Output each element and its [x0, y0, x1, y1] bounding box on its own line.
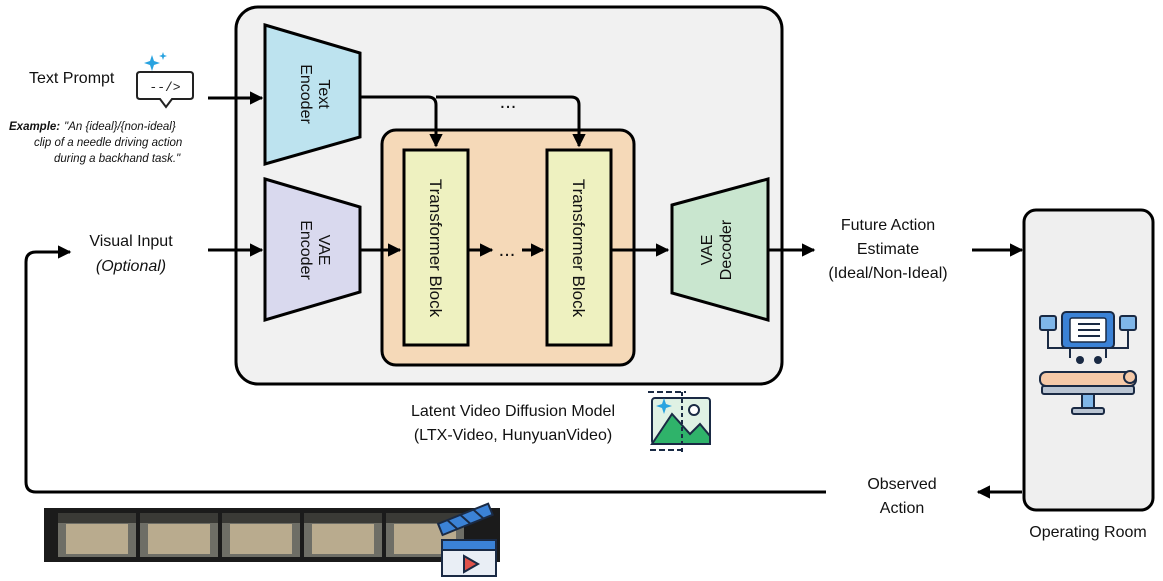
transformer-block-1-label: Transformer Block: [426, 179, 445, 318]
image-icon: [648, 391, 711, 452]
operating-room-label: Operating Room: [1029, 524, 1146, 541]
vae-encoder-label-1: VAE: [315, 235, 332, 266]
visual-input-optional: (Optional): [96, 258, 166, 275]
vae-encoder-block: [263, 176, 362, 323]
video-frame: [222, 513, 300, 557]
code-prompt-icon: --/>: [136, 52, 194, 109]
visual-input-label: Visual Input: [89, 233, 173, 250]
svg-text:--/>: --/>: [149, 80, 180, 95]
video-frame-strip: [44, 508, 500, 562]
observed-action-line2: Action: [880, 500, 924, 517]
example-text-line2: clip of a needle driving action: [34, 137, 182, 149]
text-prompt-label: Text Prompt: [29, 70, 115, 87]
arrow-text-encoder-to-block2: [436, 95, 579, 146]
vae-encoder-label-2: Encoder: [297, 220, 314, 280]
video-frame: [140, 513, 218, 557]
text-encoder-label-2: Encoder: [297, 64, 314, 124]
model-caption-line2: (LTX-Video, HunyuanVideo): [414, 427, 612, 444]
vae-decoder-label-2: Decoder: [718, 219, 735, 280]
vae-decoder-label-1: VAE: [699, 235, 716, 266]
video-frame: [58, 513, 136, 557]
arrow-text-encoder-to-block1: [360, 95, 443, 148]
ellipsis-middle: ...: [499, 239, 516, 261]
example-text-line1: Example:"An {ideal}/{non-ideal}: [9, 121, 176, 133]
model-caption-line1: Latent Video Diffusion Model: [411, 403, 615, 420]
example-text-line3: during a backhand task.": [54, 153, 181, 165]
text-encoder-block: [263, 22, 362, 166]
transformer-block-1: [402, 148, 470, 347]
observed-action-line1: Observed: [867, 476, 936, 493]
clapperboard-icon: [436, 502, 497, 577]
future-action-line1: Future Action: [841, 217, 935, 234]
future-action-line3: (Ideal/Non-Ideal): [828, 265, 947, 282]
video-frame: [304, 513, 382, 557]
ellipsis-top: ...: [500, 91, 517, 113]
transformer-block-2: [545, 148, 613, 347]
transformer-block-2-label: Transformer Block: [569, 179, 588, 318]
future-action-line2: Estimate: [857, 241, 919, 258]
vae-decoder-block: [670, 177, 770, 322]
feedback-loop-arrow: [24, 245, 826, 494]
operating-room-panel: [1022, 208, 1155, 512]
surgical-robot-icon: [1039, 311, 1137, 415]
text-encoder-label-1: Text: [315, 79, 332, 109]
